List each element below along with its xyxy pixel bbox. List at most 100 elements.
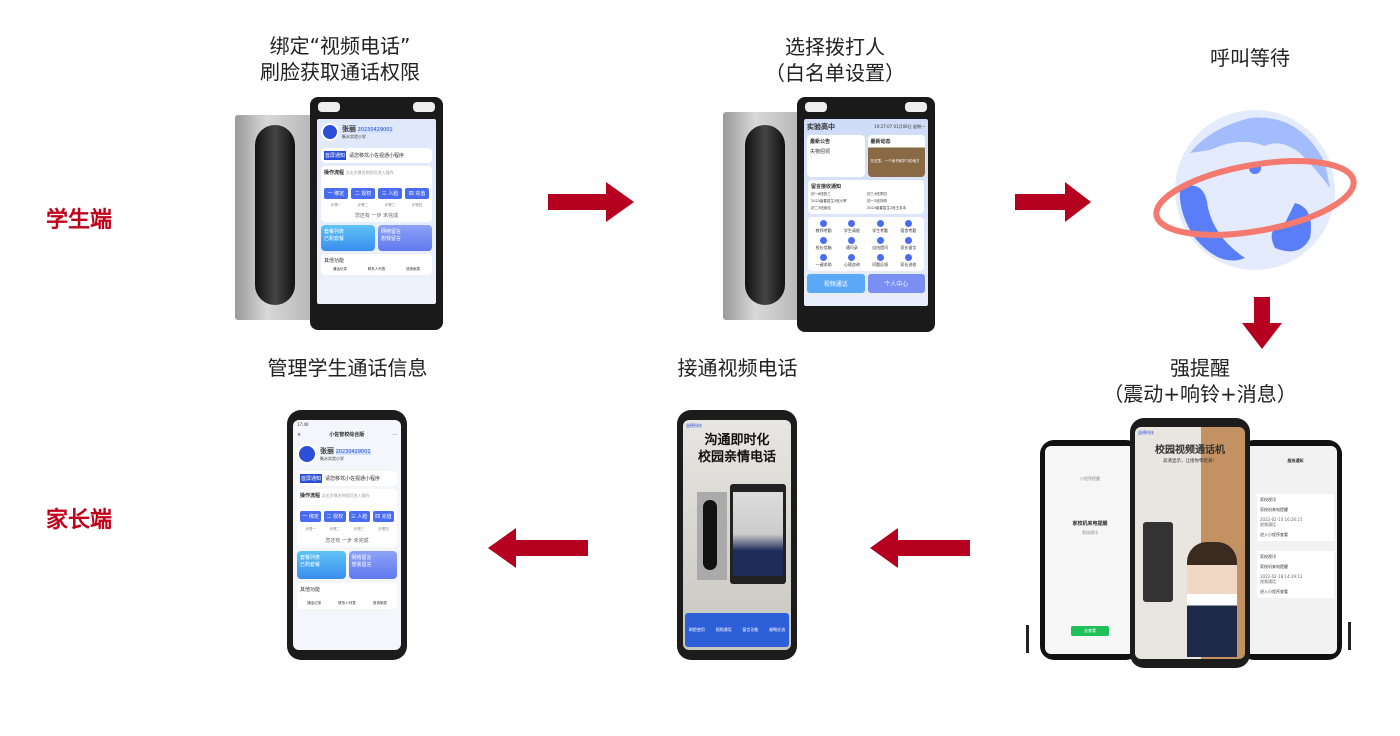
other-functions: 其他功能 通话记录联系人列表邀请家属 bbox=[297, 583, 397, 609]
banner-tag: 首屏通知 bbox=[324, 151, 347, 160]
step-face[interactable]: 三 人脸 bbox=[378, 188, 402, 199]
call-type: 视频通话 bbox=[1260, 579, 1276, 584]
invite-family[interactable]: 邀请家属 bbox=[372, 601, 387, 605]
feature-bar: 刷脸使用视频通话留言功能顺畅交流 bbox=[685, 613, 789, 647]
function-item[interactable]: 宿舍考勤 bbox=[896, 220, 921, 234]
student-side-label: 学生端 bbox=[46, 208, 113, 233]
brand-logo: 益德科技 bbox=[686, 423, 702, 428]
news-card[interactable]: 最新动态在这里，一个读书和学习的地方 bbox=[867, 135, 925, 177]
profile-button[interactable]: 个人中心 bbox=[867, 274, 925, 293]
call-records[interactable]: 通话记录 bbox=[307, 601, 322, 605]
school-name: 实验高中 bbox=[807, 123, 835, 131]
clock: 19:27:07 bbox=[874, 124, 893, 129]
other-functions: 其他功能 通话记录 联系人列表 邀请家属 bbox=[321, 254, 432, 275]
package-list-card[interactable]: 套餐列表已购套餐 bbox=[297, 551, 346, 579]
call-records[interactable]: 通话记录 bbox=[332, 267, 347, 271]
step2-title: 选择拨打人（白名单设置） bbox=[730, 34, 940, 86]
product-sub: 高清显示，让接你零距离！ bbox=[1163, 459, 1217, 464]
step-recharge[interactable]: 四 充值 bbox=[405, 188, 429, 199]
notice-banner[interactable]: 首屏通知请您移驾小佐视通小程序 bbox=[321, 148, 432, 163]
status-time: 17:40 bbox=[297, 422, 309, 427]
step1-line1: 绑定“视频电话” bbox=[269, 34, 411, 58]
flow-card: 操作流程 点击步骤名称即可进入操作 一 绑定二 授权三 人脸四 充值 步骤一步骤… bbox=[297, 489, 397, 547]
other-title: 其他功能 bbox=[324, 258, 345, 264]
message-card[interactable]: 网络留言想我留言 bbox=[378, 225, 432, 251]
contacts[interactable]: 联系人列表 bbox=[367, 267, 386, 271]
function-item[interactable]: 教师考勤 bbox=[811, 220, 836, 234]
arrow-left-icon bbox=[488, 528, 588, 568]
enter-mini-program[interactable]: 进入小程序查看 bbox=[1260, 589, 1288, 594]
alert-phone-left: 小程序提醒 家校机来电提醒 家校视讯 去查看 bbox=[1040, 440, 1140, 660]
function-item[interactable]: 问题反馈 bbox=[868, 254, 893, 268]
remaining-text: 您还有 一步 未完成 bbox=[354, 213, 399, 219]
message-item[interactable]: 初二3班吴佳 bbox=[811, 206, 831, 210]
date: 01月06日 星期一 bbox=[893, 124, 925, 129]
mini-program-label: 小程序提醒 bbox=[1080, 476, 1100, 481]
view-button[interactable]: 去查看 bbox=[1071, 626, 1109, 636]
function-item[interactable]: 通讯录 bbox=[839, 237, 864, 251]
arrow-right-icon bbox=[548, 182, 634, 222]
face-use: 刷脸使用 bbox=[688, 627, 705, 632]
function-item[interactable]: 一键求助 bbox=[811, 254, 836, 268]
step2-line1: 选择拨打人 bbox=[785, 35, 885, 59]
message-card[interactable]: 网络留言想我留言 bbox=[348, 551, 397, 579]
contacts[interactable]: 联系人列表 bbox=[338, 601, 356, 605]
avatar bbox=[297, 444, 317, 464]
step2-line2: （白名单设置） bbox=[765, 61, 905, 85]
function-item[interactable]: 心理咨询 bbox=[839, 254, 864, 268]
invite-family[interactable]: 邀请家属 bbox=[406, 267, 421, 271]
video-call-button[interactable]: 视频通话 bbox=[807, 274, 865, 293]
whitelist-terminal: 实验高中 19:27:07 01月06日 星期一 最新公告失物招领 最新动态在这里… bbox=[797, 97, 935, 332]
step5-title: 接通视频电话 bbox=[677, 356, 798, 380]
headline-1: 沟通即时化 bbox=[704, 433, 770, 448]
step-auth[interactable]: 二 授权 bbox=[351, 188, 375, 199]
call-alert-title: 家校机来电提醒 bbox=[1072, 521, 1108, 527]
function-item[interactable]: 校长信箱 bbox=[811, 237, 836, 251]
step-label: 步骤四 bbox=[411, 203, 423, 207]
function-item[interactable]: 自由提问 bbox=[868, 237, 893, 251]
card-title: 家校机来电提醒 bbox=[1260, 564, 1288, 569]
enter-mini-program[interactable]: 进入小程序查看 bbox=[1260, 532, 1288, 537]
step3-title: 呼叫等待 bbox=[1210, 46, 1290, 70]
message-item[interactable]: 2023级春招生3班小罗 bbox=[811, 199, 847, 203]
headline-2: 校园亲情电话 bbox=[697, 450, 776, 465]
function-item[interactable]: 家长进校 bbox=[896, 254, 921, 268]
vibration-mark bbox=[1348, 622, 1351, 650]
video-call-screen: 益德科技 沟通即时化校园亲情电话 刷脸使用视频通话留言功能顺畅交流 bbox=[683, 420, 791, 650]
flow-title: 操作流程 bbox=[324, 170, 345, 176]
notice-card[interactable]: 最新公告失物招领 bbox=[807, 135, 865, 177]
step-auth[interactable]: 二 授权 bbox=[324, 511, 346, 522]
step-bind[interactable]: 一 绑定 bbox=[324, 188, 348, 199]
call-alert-sub: 家校视讯 bbox=[1082, 530, 1098, 535]
more-icon[interactable]: ··· bbox=[392, 431, 397, 438]
step1-line2: 刷脸获取通话权限 bbox=[260, 60, 420, 84]
arrow-right-icon bbox=[1015, 182, 1091, 222]
card-title: 家校机来电提醒 bbox=[1260, 507, 1288, 512]
message-item[interactable]: 初三4班李四 bbox=[867, 192, 887, 196]
video-call: 视频通话 bbox=[715, 627, 732, 632]
step1-title: 绑定“视频电话”刷脸获取通话权限 bbox=[230, 33, 450, 85]
video-call-phone: 益德科技 沟通即时化校园亲情电话 刷脸使用视频通话留言功能顺畅交流 bbox=[677, 410, 797, 660]
step-face[interactable]: 三 人脸 bbox=[348, 511, 370, 522]
step-recharge[interactable]: 四 充值 bbox=[372, 511, 394, 522]
notice-banner[interactable]: 首屏通知请您移驾小佐视通小程序 bbox=[297, 471, 397, 486]
function-item[interactable]: 学生考勤 bbox=[868, 220, 893, 234]
product-title: 校园视频通话机 bbox=[1155, 445, 1225, 456]
message-item[interactable]: 初一6班张三 bbox=[811, 192, 831, 196]
function-item[interactable]: 学生请假 bbox=[839, 220, 864, 234]
school: 衡水实验小学 bbox=[342, 134, 366, 139]
user-name: 张丽 bbox=[342, 125, 356, 133]
function-grid: 教师考勤学生请假学生考勤宿舍考勤校长信箱通讯录自由提问家长留言一键求助心理咨询问… bbox=[808, 217, 924, 271]
avatar bbox=[321, 123, 339, 141]
message-function: 留言功能 bbox=[742, 627, 759, 632]
step-bind[interactable]: 一 绑定 bbox=[300, 511, 322, 522]
message-item[interactable]: 2023级春招生2班王本本 bbox=[867, 206, 907, 210]
package-list-card[interactable]: 套餐列表已购套餐 bbox=[321, 225, 375, 251]
function-item[interactable]: 家长留言 bbox=[896, 237, 921, 251]
message-item[interactable]: 初一2班刘明 bbox=[867, 199, 887, 203]
close-icon[interactable]: × bbox=[297, 431, 302, 438]
